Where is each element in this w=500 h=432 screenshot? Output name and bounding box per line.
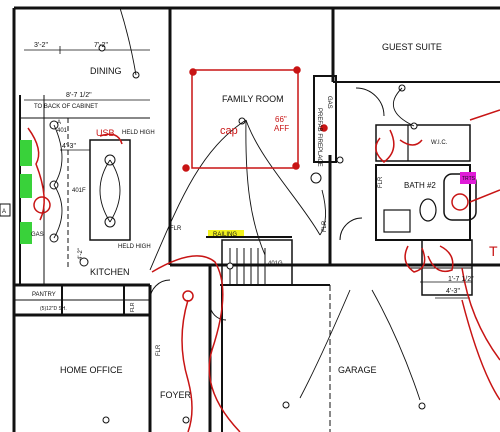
tag-401: 401: [57, 128, 68, 134]
markup-edge-t: T: [489, 243, 498, 259]
dimension-7-2: 7'-2": [94, 42, 108, 49]
tag-401g: 401G: [268, 261, 283, 267]
markup-cap: cap: [220, 125, 238, 137]
room-label-bath2: BATH #2: [404, 181, 436, 190]
note-prefab-fireplace: PREFAB FIREPLACE: [316, 108, 322, 167]
note-gas-left: GAS: [31, 232, 44, 238]
note-flr-5: FLR: [130, 302, 136, 312]
room-label-foyer: FOYER: [160, 390, 192, 400]
dimension-8-7: 8'-7 1/2": [66, 92, 92, 99]
room-labels: DINING FAMILY ROOM GUEST SUITE KITCHEN P…: [32, 42, 448, 400]
note-flr-4: FLR: [156, 344, 162, 356]
walls: [0, 6, 500, 432]
dimension-4-3-kitchen: 4'-3": [62, 143, 76, 150]
outlet-highlights: [20, 140, 32, 244]
room-label-home-office: HOME OFFICE: [60, 365, 123, 375]
red-wire-kitchen: [27, 127, 45, 221]
dimension-labels: 3'-2" 7'-2" 8'-7 1/2" 4'-3" 4'-3" 1'-7 1…: [34, 42, 474, 295]
note-back-of-cabinet: TO BACK OF CABINET: [34, 104, 98, 110]
family-room-box-markup: [191, 69, 299, 169]
note-trts: TRTS: [462, 176, 476, 182]
note-flr-3: FLR: [378, 176, 384, 188]
tag-a-left: A: [2, 209, 6, 215]
dimension-1-7: 1'-7 1/2": [448, 276, 474, 283]
dimension-4-3-right: 4'-3": [446, 288, 460, 295]
red-curl-wic: [375, 129, 395, 163]
wiring: [53, 7, 421, 401]
room-label-family-room: FAMILY ROOM: [222, 94, 284, 104]
room-label-pantry: PANTRY: [32, 292, 56, 298]
markup-usb: USB: [96, 128, 115, 138]
red-markups: [27, 66, 500, 432]
note-held-high-top: HELD HIGH: [122, 130, 155, 136]
tag-401f: 401F: [72, 188, 86, 194]
dimension-4-2: 4'-2": [78, 248, 84, 260]
room-label-guest-suite: GUEST SUITE: [382, 42, 442, 52]
note-shelves: (5)12"D SH.: [40, 306, 67, 312]
room-label-wic: W.I.C.: [431, 140, 448, 146]
room-label-dining: DINING: [90, 66, 122, 76]
dimension-3-2: 3'-2": [34, 42, 48, 49]
markup-aff-line2: AFF: [274, 124, 289, 133]
red-wire-hall: [151, 255, 241, 432]
note-held-high-bottom: HELD HIGH: [118, 244, 151, 250]
note-flr-1: FLR: [170, 226, 182, 232]
note-railing: RAILING: [213, 232, 237, 238]
red-text-markups: USB cap 66" AFF T: [96, 115, 498, 259]
room-label-garage: GARAGE: [338, 365, 377, 375]
markup-66-line1: 66": [275, 115, 287, 124]
red-wire-foyer: [181, 299, 193, 432]
room-label-kitchen: KITCHEN: [90, 267, 130, 277]
note-flr-2: FLR: [322, 220, 328, 232]
tag-a-cabinet: A: [57, 120, 61, 126]
note-gas-fireplace: GAS: [326, 96, 332, 109]
notes: TO BACK OF CABINET HELD HIGH HELD HIGH G…: [2, 96, 476, 356]
